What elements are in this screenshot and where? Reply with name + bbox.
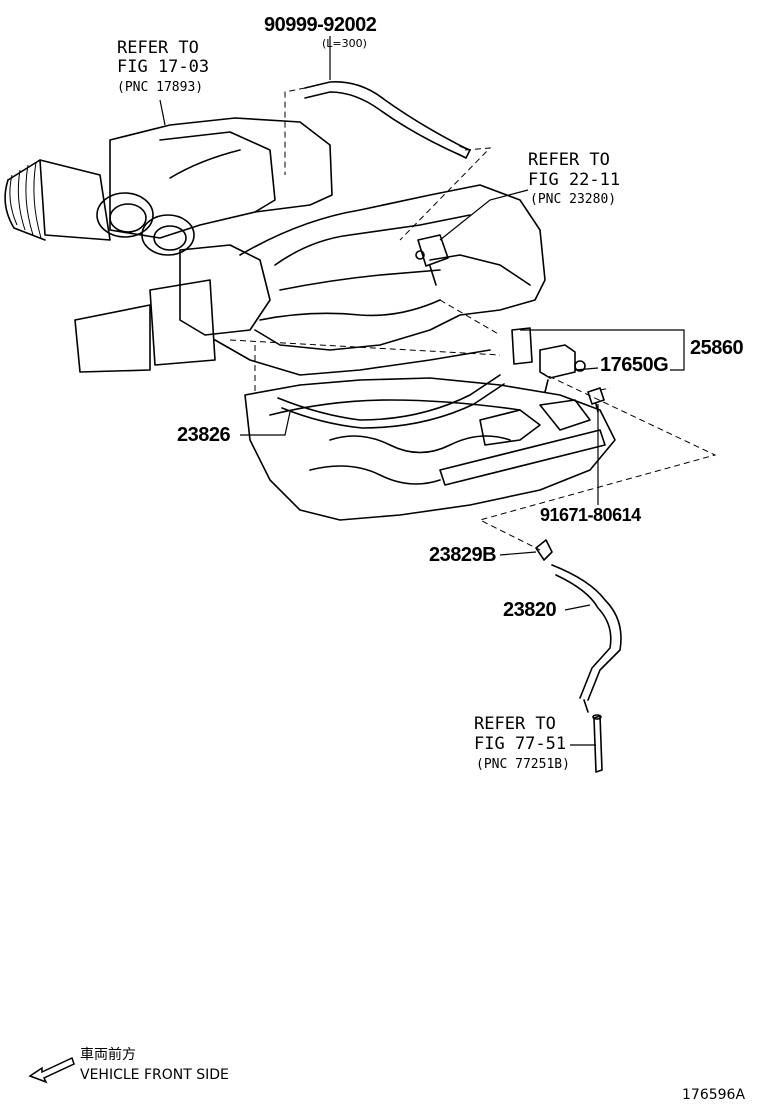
vsv-ref-drawing	[415, 234, 449, 286]
label-hose-top: 90999-92002	[264, 14, 377, 36]
booster-connector-drawing	[592, 714, 603, 773]
label-17650g: 17650G	[600, 354, 669, 376]
label-23820: 23820	[503, 599, 557, 621]
hose-23820-drawing	[551, 564, 622, 713]
label-25860: 25860	[690, 337, 744, 359]
ref-brake-3: (PNC 77251B)	[476, 757, 570, 772]
label-23829b: 23829B	[429, 544, 497, 566]
drawing-number: 176596A	[682, 1087, 746, 1103]
ref-air-cleaner-3: (PNC 17893)	[117, 80, 204, 95]
vsv-17650g-drawing	[511, 327, 586, 393]
ref-air-cleaner-2: FIG 17-03	[117, 57, 210, 77]
clip-23829b-drawing	[535, 539, 553, 561]
front-side-jp: 車両前方	[80, 1047, 136, 1063]
hose-23826-drawing	[277, 374, 505, 429]
arrow-left-down-icon	[28, 1056, 75, 1084]
label-hose-length: (L=300)	[322, 37, 367, 50]
ref-vsv-2: FIG 22-11	[528, 170, 621, 190]
label-23826: 23826	[177, 424, 231, 446]
air-cleaner-drawing	[4, 117, 333, 256]
leader-lines	[159, 36, 685, 746]
hose-90999-drawing	[304, 81, 471, 159]
ref-air-cleaner-1: REFER TO	[117, 38, 199, 58]
label-91671: 91671-80614	[540, 505, 641, 525]
engine-drawing	[74, 184, 616, 521]
dashed-reference-lines	[229, 87, 717, 551]
front-side-en: VEHICLE FRONT SIDE	[80, 1067, 229, 1083]
ref-vsv-3: (PNC 23280)	[530, 192, 617, 207]
ref-vsv-1: REFER TO	[528, 150, 610, 170]
ref-brake-2: FIG 77-51	[474, 734, 567, 754]
ref-brake-1: REFER TO	[474, 714, 556, 734]
